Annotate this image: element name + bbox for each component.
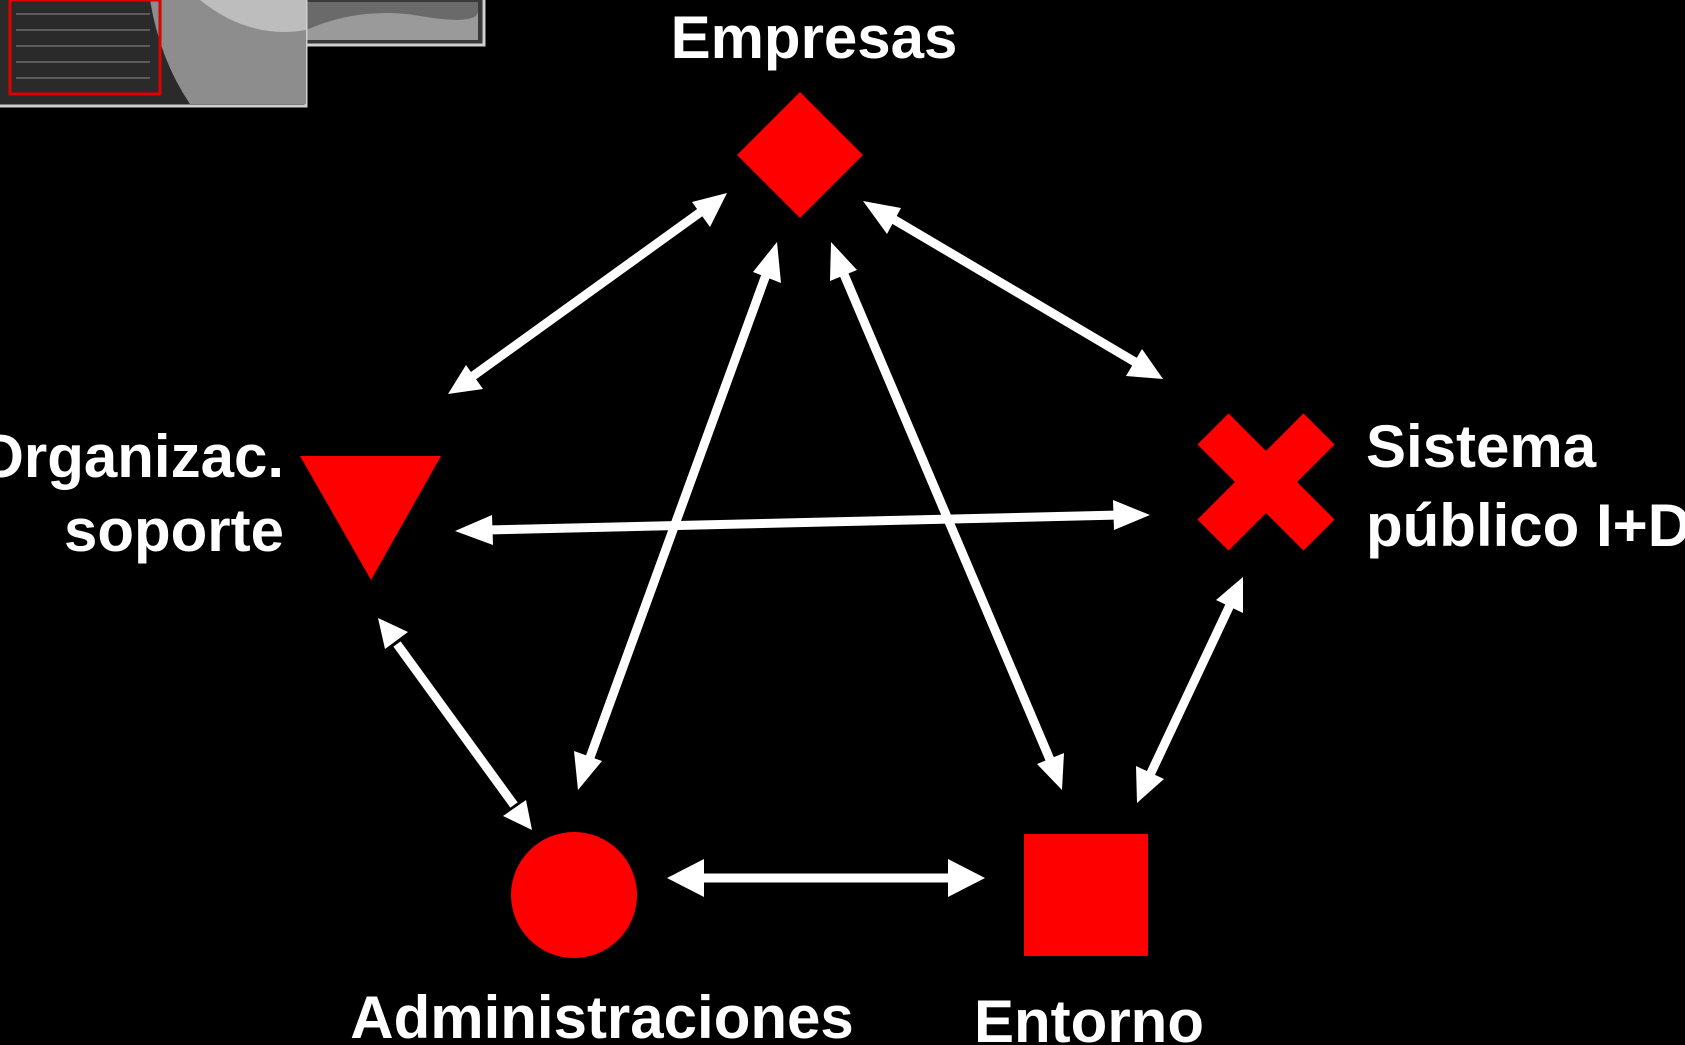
arrow-empresas-sistema (863, 201, 1163, 379)
administraciones-circle-node (511, 832, 637, 958)
entorno-label: Entorno (974, 988, 1204, 1045)
empresas-label: Empresas (671, 4, 958, 71)
arrow-empresas-administraciones (574, 242, 781, 790)
sistema-x-node (1197, 413, 1335, 551)
entorno-square-node (1024, 834, 1148, 956)
photo-thumbnail-1 (0, 0, 308, 108)
organizac-triangle-node (300, 456, 441, 580)
organizac-label-line2: soporte (64, 497, 284, 564)
photo-thumbnails (0, 0, 486, 108)
administraciones-label: Administraciones (350, 984, 853, 1045)
empresas-diamond-node (737, 92, 863, 218)
arrow-administraciones-entorno (667, 859, 985, 897)
sistema-label-line2: público I+D (1366, 492, 1685, 559)
arrow-empresas-organizac (448, 193, 727, 394)
sistema-label-line1: Sistema (1366, 413, 1597, 480)
organizac-label-line1: Organizac. (0, 423, 284, 490)
photo-thumbnail-2 (298, 0, 486, 47)
arrow-organizac-administraciones (378, 618, 532, 830)
arrow-sistema-entorno (1136, 577, 1243, 803)
arrow-organizac-sistema (455, 500, 1150, 545)
